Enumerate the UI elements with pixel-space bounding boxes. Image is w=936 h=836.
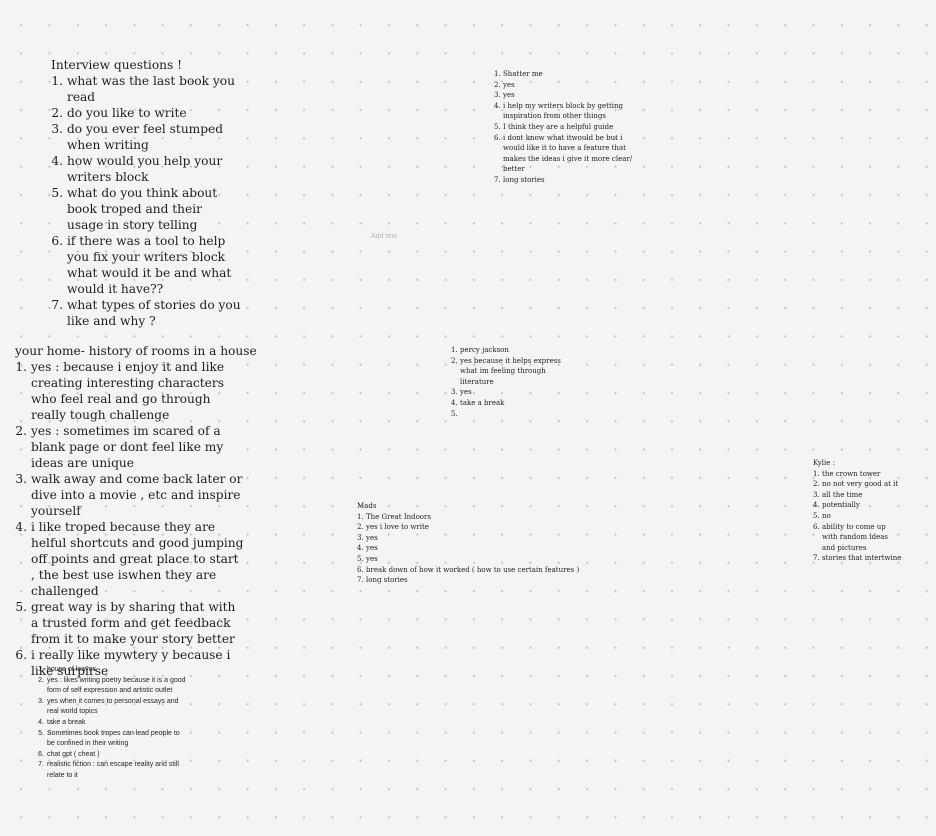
list-item: yes i love to write: [357, 522, 429, 532]
answer-list: house of leaves yes : likes writing poet…: [38, 665, 188, 782]
list-item: yes: [357, 533, 378, 543]
list-item: i like troped because they are helful sh…: [15, 519, 244, 598]
list-item: yes : likes writing poetry because it is…: [38, 676, 186, 695]
house-of-leaves-answers-note[interactable]: house of leaves yes : likes writing poet…: [38, 665, 188, 782]
list-item: yes: [357, 543, 378, 553]
list-item: percy jackson: [451, 345, 509, 355]
kylie-answers-note[interactable]: Kylie : the crown tower no not very good…: [813, 458, 903, 564]
note-title: Kylie :: [813, 459, 835, 467]
list-item: Sometimes book tropes can lead people to…: [38, 729, 180, 748]
list-item: [451, 409, 571, 420]
list-item: The Great Indoors: [357, 512, 431, 522]
list-item: long stories: [494, 175, 545, 185]
list-item: all the time: [813, 490, 863, 500]
list-item: take a break: [451, 398, 505, 408]
list-item: I think they are a helpful guide: [494, 122, 614, 132]
note-title: Interview questions !: [51, 58, 183, 72]
list-item: do you ever feel stumped when writing: [51, 121, 224, 152]
list-item: yes when it comes to personal essays and…: [38, 697, 179, 716]
list-item: yes : because i enjoy it and like creati…: [15, 359, 225, 422]
answer-list: percy jackson yes because it helps expre…: [451, 345, 571, 419]
answer-list: Shatter me yes yes i help my writers blo…: [494, 69, 634, 186]
list-item: house of leaves: [38, 665, 97, 675]
list-item: yes : sometimes im scared of a blank pag…: [15, 423, 224, 470]
list-item: chat gpt ( cheat ): [38, 750, 100, 760]
list-item: the crown tower: [813, 469, 881, 479]
list-item: great way is by sharing that with a trus…: [15, 599, 236, 646]
mads-answers-note[interactable]: Mads The Great Indoors yes i love to wri…: [357, 501, 587, 586]
list-item: take a break: [38, 718, 86, 728]
home-answers-note[interactable]: your home- history of rooms in a house y…: [15, 343, 257, 679]
list-item: do you like to write: [51, 105, 187, 121]
interview-questions-note[interactable]: Interview questions ! what was the last …: [51, 57, 241, 329]
list-item: yes because it helps express what im fee…: [451, 356, 561, 386]
list-item: what types of stories do you like and wh…: [51, 297, 241, 328]
list-item: yes: [451, 387, 472, 397]
list-item: stories that intertwine: [813, 553, 902, 563]
list-item: realistic fiction : can escape reality a…: [38, 760, 179, 779]
list-item: ability to come up with random ideas and…: [813, 522, 888, 552]
list-item: yes: [357, 554, 378, 564]
answer-list: The Great Indoors yes i love to write ye…: [357, 512, 587, 586]
percy-jackson-answers-note[interactable]: percy jackson yes because it helps expre…: [451, 345, 571, 419]
question-list: what was the last book you read do you l…: [51, 73, 241, 329]
list-item: no not very good at it: [813, 479, 899, 489]
answer-list: the crown tower no not very good at it a…: [813, 469, 903, 564]
list-item: yes: [494, 90, 515, 100]
shatter-me-answers-note[interactable]: Shatter me yes yes i help my writers blo…: [494, 69, 634, 186]
list-item: break down of how it worked ( how to use…: [357, 565, 580, 575]
answer-list: yes : because i enjoy it and like creati…: [15, 359, 245, 679]
list-item: potentially: [813, 500, 860, 510]
list-item: if there was a tool to help you fix your…: [51, 233, 232, 296]
note-title: your home- history of rooms in a house: [15, 344, 257, 358]
list-item: no: [813, 511, 831, 521]
note-title: Mads: [357, 502, 377, 510]
list-item: walk away and come back later or dive in…: [15, 471, 243, 518]
list-item: long stories: [357, 575, 408, 585]
list-item: what was the last book you read: [51, 73, 235, 104]
list-item: i help my writers block by getting inspi…: [494, 101, 624, 121]
list-item: yes: [494, 80, 515, 90]
list-item: i dont know what itwould be but i would …: [494, 133, 633, 174]
list-item: how would you help your writers block: [51, 153, 223, 184]
add-text-placeholder[interactable]: Add text: [371, 233, 397, 240]
list-item: Shatter me: [494, 69, 543, 79]
list-item: what do you think about book troped and …: [51, 185, 218, 232]
